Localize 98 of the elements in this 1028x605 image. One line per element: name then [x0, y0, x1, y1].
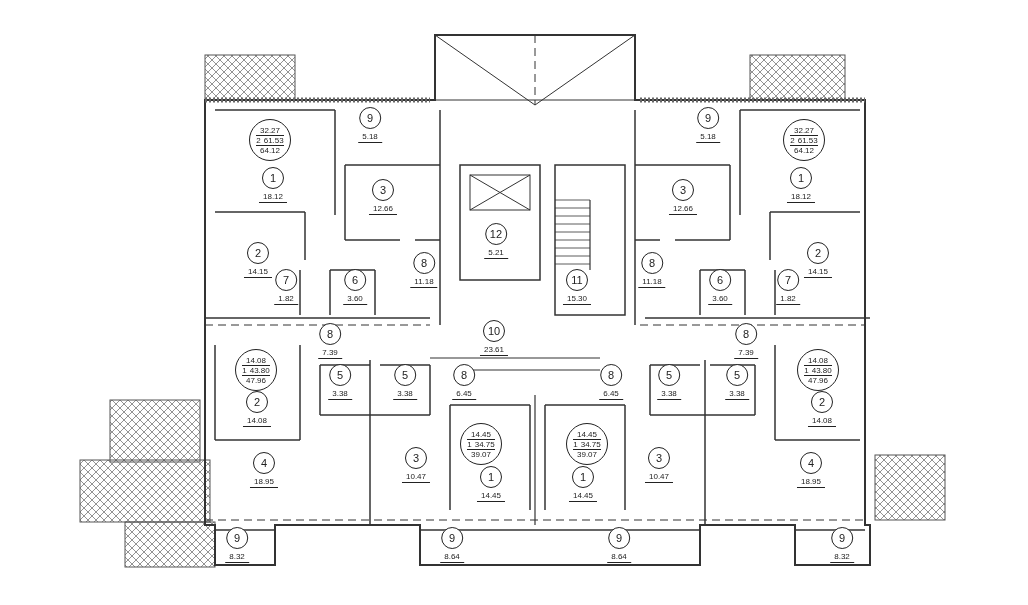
- room-number: 2: [247, 242, 269, 264]
- gross-area-value: 47.96: [246, 375, 266, 385]
- room-number: 8: [735, 323, 757, 345]
- room-number: 11: [566, 269, 588, 291]
- room-area: 18.95: [250, 477, 278, 488]
- room-area: 6.45: [452, 389, 476, 400]
- room-number: 9: [697, 107, 719, 129]
- room-number: 9: [608, 527, 630, 549]
- room-number: 7: [275, 269, 297, 291]
- room-area: 8.64: [440, 552, 464, 563]
- room-number: 8: [319, 323, 341, 345]
- room-area: 23.61: [480, 345, 508, 356]
- room-number: 1: [572, 466, 594, 488]
- living-area-value: 14.45: [577, 429, 597, 439]
- room-area: 14.45: [569, 491, 597, 502]
- room-number: 5: [394, 364, 416, 386]
- room-number: 1: [262, 167, 284, 189]
- room-area: 11.18: [410, 277, 438, 288]
- room-area: 3.38: [328, 389, 352, 400]
- room-area: 7.39: [734, 348, 758, 359]
- room-number: 2: [807, 242, 829, 264]
- room-number: 8: [453, 364, 475, 386]
- room-number: 4: [253, 452, 275, 474]
- room-number: 6: [709, 269, 731, 291]
- room-number: 2: [246, 391, 268, 413]
- room-count: 1: [242, 365, 247, 375]
- room-number: 3: [405, 447, 427, 469]
- gross-area-value: 39.07: [471, 449, 491, 459]
- room-area: 3.38: [725, 389, 749, 400]
- living-area-value: 32.27: [260, 125, 280, 135]
- room-number: 9: [831, 527, 853, 549]
- room-area: 18.12: [787, 192, 815, 203]
- living-area-value: 14.08: [246, 355, 266, 365]
- room-area: 1.82: [776, 294, 800, 305]
- room-area: 8.32: [830, 552, 854, 563]
- total-area-value: 61.53: [797, 135, 818, 145]
- room-number: 8: [641, 252, 663, 274]
- room-count: 1: [467, 439, 472, 449]
- room-number: 9: [441, 527, 463, 549]
- room-number: 3: [648, 447, 670, 469]
- gross-area-value: 47.96: [808, 375, 828, 385]
- room-area: 10.47: [645, 472, 673, 483]
- room-area: 18.12: [259, 192, 287, 203]
- room-number: 6: [344, 269, 366, 291]
- gross-area-value: 64.12: [260, 145, 280, 155]
- total-area-value: 61.53: [263, 135, 284, 145]
- room-number: 9: [359, 107, 381, 129]
- room-number: 3: [672, 179, 694, 201]
- room-area: 18.95: [797, 477, 825, 488]
- room-area: 14.15: [804, 267, 832, 278]
- room-number: 5: [726, 364, 748, 386]
- gross-area-value: 64.12: [794, 145, 814, 155]
- room-area: 3.38: [657, 389, 681, 400]
- total-area-value: 34.75: [474, 439, 495, 449]
- room-number: 2: [811, 391, 833, 413]
- room-number: 12: [485, 223, 507, 245]
- room-area: 3.60: [708, 294, 732, 305]
- room-number: 1: [790, 167, 812, 189]
- room-area: 11.18: [638, 277, 666, 288]
- room-count: 1: [804, 365, 809, 375]
- room-number: 8: [600, 364, 622, 386]
- room-area: 8.32: [225, 552, 249, 563]
- room-number: 1: [480, 466, 502, 488]
- gross-area-value: 39.07: [577, 449, 597, 459]
- living-area-value: 14.45: [471, 429, 491, 439]
- room-area: 7.39: [318, 348, 342, 359]
- room-area: 5.18: [358, 132, 382, 143]
- room-count: 2: [790, 135, 795, 145]
- total-area-value: 34.75: [580, 439, 601, 449]
- room-number: 9: [226, 527, 248, 549]
- room-area: 12.66: [669, 204, 697, 215]
- room-area: 15.30: [563, 294, 591, 305]
- living-area-value: 32.27: [794, 125, 814, 135]
- total-area-value: 43.80: [811, 365, 832, 375]
- room-number: 4: [800, 452, 822, 474]
- room-area: 3.38: [393, 389, 417, 400]
- room-area: 14.08: [808, 416, 836, 427]
- room-area: 14.08: [243, 416, 271, 427]
- room-area: 6.45: [599, 389, 623, 400]
- room-number: 7: [777, 269, 799, 291]
- room-area: 5.18: [696, 132, 720, 143]
- room-area: 10.47: [402, 472, 430, 483]
- room-number: 5: [329, 364, 351, 386]
- room-number: 10: [483, 320, 505, 342]
- room-count: 2: [256, 135, 261, 145]
- living-area-value: 14.08: [808, 355, 828, 365]
- total-area-value: 43.80: [249, 365, 270, 375]
- room-area: 3.60: [343, 294, 367, 305]
- room-area: 8.64: [607, 552, 631, 563]
- room-area: 12.66: [369, 204, 397, 215]
- room-area: 14.15: [244, 267, 272, 278]
- room-area: 5.21: [484, 248, 508, 259]
- room-number: 5: [658, 364, 680, 386]
- room-area: 1.82: [274, 294, 298, 305]
- room-area: 14.45: [477, 491, 505, 502]
- room-number: 8: [413, 252, 435, 274]
- room-number: 3: [372, 179, 394, 201]
- room-count: 1: [573, 439, 578, 449]
